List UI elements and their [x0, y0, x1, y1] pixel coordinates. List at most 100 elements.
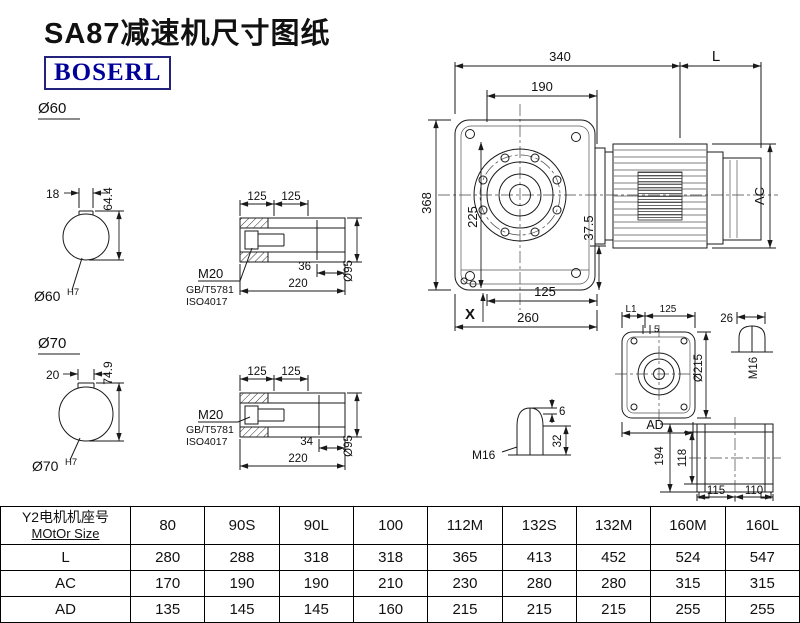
- flange-view: 194 118 115 110: [654, 417, 781, 502]
- value-cell: 280: [501, 570, 577, 597]
- dim-125-bottom: 125: [534, 284, 556, 299]
- hollow-top-standard-iso: ISO4017: [186, 296, 228, 308]
- key-dim-6: 6: [559, 406, 565, 418]
- brand-logo-text: BOSERL: [54, 59, 162, 86]
- flange-dim-110: 110: [745, 485, 763, 497]
- value-cell: 255: [650, 596, 726, 623]
- frame-col-header: 80: [129, 506, 206, 545]
- value-cell: 135: [129, 596, 206, 623]
- value-cell: 318: [278, 544, 354, 571]
- value-cell: 452: [575, 544, 652, 571]
- value-cell: 160: [352, 596, 429, 623]
- value-cell: 413: [501, 544, 577, 571]
- value-cell: 145: [204, 596, 280, 623]
- value-cell: 315: [724, 570, 800, 597]
- shaft60-label: Ø60: [38, 100, 66, 117]
- side-dim-dia: Ø215: [693, 354, 705, 382]
- dim-AC: AC: [752, 187, 767, 205]
- table-header-row: Y2电机机座号 MOtOr Size 80 90S 90L 100 112M 1…: [0, 506, 800, 545]
- hollow-bottom-dim-125b: 125: [281, 366, 300, 378]
- dim-340: 340: [549, 49, 571, 64]
- page-title: SA87减速机尺寸图纸: [44, 18, 331, 50]
- hollow-top-dim-36: 36: [298, 261, 311, 273]
- value-cell: 524: [650, 544, 726, 571]
- hollow-top-dim-dia: Ø95: [343, 260, 355, 282]
- shaft70-tolerance: H7: [65, 457, 77, 468]
- motor-shaft-end-view: 26 M16: [720, 312, 773, 379]
- value-cell: 190: [204, 570, 280, 597]
- frame-col-header: 112M: [427, 506, 503, 545]
- frame-col-header: 90L: [278, 506, 354, 545]
- value-cell: 215: [427, 596, 503, 623]
- value-cell: 318: [352, 544, 429, 571]
- frame-col-header: 160L: [724, 506, 800, 545]
- value-cell: 255: [724, 596, 800, 623]
- value-cell: 230: [427, 570, 503, 597]
- hollow-top-dim-220: 220: [288, 278, 307, 290]
- side-view: L1 125 5 Ø215 AD: [615, 304, 711, 437]
- motor-size-table: Y2电机机座号 MOtOr Size 80 90S 90L 100 112M 1…: [0, 506, 800, 623]
- shaft70-key-width: 20: [46, 368, 60, 382]
- dim-368: 368: [419, 192, 434, 214]
- shaft-60-view: Ø60 18 64.4 Ø60 H7: [34, 100, 124, 304]
- frame-col-header: 132M: [575, 506, 652, 545]
- frame-col-header: 160M: [650, 506, 726, 545]
- side-dim-AD: AD: [646, 418, 663, 432]
- shaft60-bore: Ø60: [34, 288, 61, 304]
- side-dim-125: 125: [660, 304, 677, 315]
- hollow-shaft-bottom-view: 125 125 M20 GB/T5781 ISO4017 34 220 Ø95: [186, 366, 362, 470]
- hollow-top-standard-gb: GB/T5781: [186, 284, 234, 296]
- front-view: 340 L 190 368 225 AC 37.5 125: [419, 48, 778, 331]
- hollow-top-thread: M20: [198, 266, 223, 281]
- dim-37-5: 37.5: [581, 215, 596, 240]
- shaft-70-view: Ø70 20 74.9 Ø70 H7: [32, 335, 124, 474]
- value-cell: 365: [427, 544, 503, 571]
- key-thread: M16: [472, 448, 496, 462]
- motor: [594, 143, 762, 249]
- key-dim-32: 32: [552, 435, 564, 448]
- dim-225: 225: [465, 206, 480, 228]
- table-row-AD: AD 135 145 145 160 215 215 215 255 255: [0, 596, 800, 623]
- row-label: AC: [0, 570, 131, 597]
- hollow-bottom-dim-125a: 125: [247, 366, 266, 378]
- value-cell: 215: [575, 596, 652, 623]
- value-cell: 210: [352, 570, 429, 597]
- shaft60-key-height: 64.4: [101, 187, 115, 211]
- value-cell: 215: [501, 596, 577, 623]
- table-row-L: L 280 288 318 318 365 413 452 524 547: [0, 544, 800, 571]
- hollow-top-dim-125b: 125: [281, 191, 300, 203]
- header-cn: Y2电机机座号: [21, 509, 110, 525]
- key-end-view: 6 32 M16: [472, 399, 571, 462]
- table-row-AC: AC 170 190 190 210 230 280 280 315 315: [0, 570, 800, 597]
- shaft60-tolerance: H7: [67, 287, 79, 298]
- flange-dim-194: 194: [654, 446, 666, 466]
- hollow-bottom-thread: M20: [198, 407, 223, 422]
- hollow-bottom-standard-gb: GB/T5781: [186, 424, 234, 436]
- value-cell: 280: [129, 544, 206, 571]
- dim-260: 260: [517, 310, 539, 325]
- side-dim-5: 5: [654, 324, 659, 335]
- row-label: L: [0, 544, 131, 571]
- row-label: AD: [0, 596, 131, 623]
- frame-col-header: 100: [352, 506, 429, 545]
- hollow-shaft-top-view: 125 125 M20 GB/T5781 ISO4017 36 220 Ø95: [186, 191, 362, 308]
- dim-motor-length: L: [712, 48, 720, 65]
- motor-shaft-thread: M16: [748, 357, 760, 379]
- value-cell: 315: [650, 570, 726, 597]
- header-en: MOtOr Size: [31, 526, 100, 541]
- hollow-top-dim-125a: 125: [247, 191, 266, 203]
- value-cell: 280: [575, 570, 652, 597]
- brand-logo: BOSERL: [44, 56, 172, 90]
- hollow-bottom-dim-dia: Ø95: [343, 435, 355, 457]
- dimension-drawing: 340 L 190 368 225 AC 37.5 125: [32, 48, 781, 502]
- flange-dim-118: 118: [677, 449, 689, 467]
- hollow-bottom-dim-34: 34: [300, 436, 313, 448]
- frame-col-header: 132S: [501, 506, 577, 545]
- flange-dim-115: 115: [707, 485, 725, 497]
- shaft70-bore: Ø70: [32, 458, 59, 474]
- side-dim-L1: L1: [625, 304, 637, 315]
- dim-190: 190: [531, 79, 553, 94]
- value-cell: 288: [204, 544, 280, 571]
- motor-shaft-dim-26: 26: [720, 313, 733, 325]
